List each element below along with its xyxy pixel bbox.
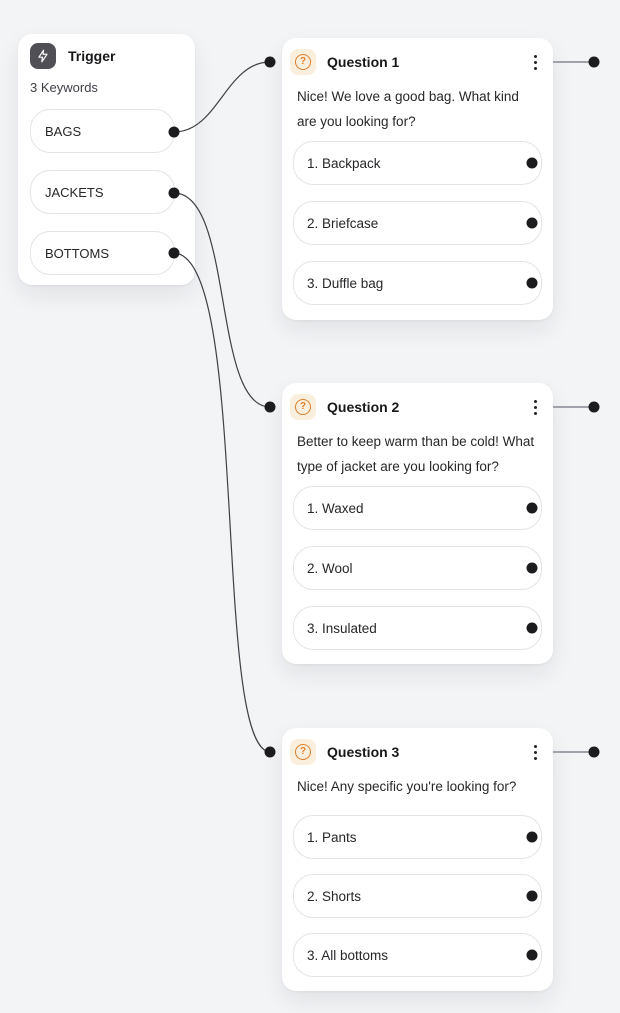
question-3-text: Nice! Any specific you're looking for? — [297, 779, 517, 794]
option-shorts[interactable]: 2. Shorts — [293, 874, 542, 918]
option-pants[interactable]: 1. Pants — [293, 815, 542, 859]
option-all-bottoms[interactable]: 3. All bottoms — [293, 933, 542, 977]
lightning-bolt-icon — [30, 43, 56, 69]
option-waxed[interactable]: 1. Waxed — [293, 486, 542, 530]
option-briefcase[interactable]: 2. Briefcase — [293, 201, 542, 245]
question-1-title: Question 1 — [327, 54, 400, 70]
question-2-node[interactable]: ? Question 2 Better to keep warm than be… — [282, 383, 553, 664]
keyword-pill-bottoms[interactable]: BOTTOMS — [30, 231, 175, 275]
question-3-title: Question 3 — [327, 744, 400, 760]
question-1-header: ? Question 1 — [282, 38, 553, 75]
port-question-3-input[interactable] — [264, 746, 276, 758]
port-question-1-input[interactable] — [264, 56, 276, 68]
question-1-options: 1. Backpack 2. Briefcase 3. Duffle bag — [293, 141, 542, 305]
trigger-node[interactable]: Trigger 3 Keywords BAGS JACKETS BOTTOMS — [18, 34, 195, 285]
question-3-node[interactable]: ? Question 3 Nice! Any specific you're l… — [282, 728, 553, 991]
question-glyph: ? — [295, 54, 311, 70]
trigger-title: Trigger — [68, 48, 116, 64]
port-question-2-input[interactable] — [264, 401, 276, 413]
trigger-keyword-count: 3 Keywords — [30, 80, 98, 95]
question-2-text: Better to keep warm than be cold! What t… — [297, 434, 535, 474]
keyword-pill-jackets[interactable]: JACKETS — [30, 170, 175, 214]
question-3-header: ? Question 3 — [282, 728, 553, 765]
option-wool[interactable]: 2. Wool — [293, 546, 542, 590]
port-question-2-output[interactable] — [588, 401, 600, 413]
kebab-menu-icon[interactable] — [532, 741, 539, 764]
question-mark-icon: ? — [290, 394, 316, 420]
edge-bottoms-to-question-3 — [173, 252, 271, 753]
question-2-title: Question 2 — [327, 399, 400, 415]
keyword-pill-bags[interactable]: BAGS — [30, 109, 175, 153]
keyword-list: BAGS JACKETS BOTTOMS — [30, 109, 183, 275]
question-glyph: ? — [295, 744, 311, 760]
option-backpack[interactable]: 1. Backpack — [293, 141, 542, 185]
question-mark-icon: ? — [290, 739, 316, 765]
question-1-node[interactable]: ? Question 1 Nice! We love a good bag. W… — [282, 38, 553, 320]
kebab-menu-icon[interactable] — [532, 51, 539, 74]
question-2-header: ? Question 2 — [282, 383, 553, 420]
question-glyph: ? — [295, 399, 311, 415]
question-mark-icon: ? — [290, 49, 316, 75]
port-question-3-output[interactable] — [588, 746, 600, 758]
port-question-1-output[interactable] — [588, 56, 600, 68]
option-insulated[interactable]: 3. Insulated — [293, 606, 542, 650]
question-3-options: 1. Pants 2. Shorts 3. All bottoms — [293, 815, 542, 977]
question-1-text: Nice! We love a good bag. What kind are … — [297, 89, 519, 129]
option-duffle-bag[interactable]: 3. Duffle bag — [293, 261, 542, 305]
question-2-options: 1. Waxed 2. Wool 3. Insulated — [293, 486, 542, 650]
trigger-header: Trigger — [18, 34, 195, 69]
kebab-menu-icon[interactable] — [532, 396, 539, 419]
